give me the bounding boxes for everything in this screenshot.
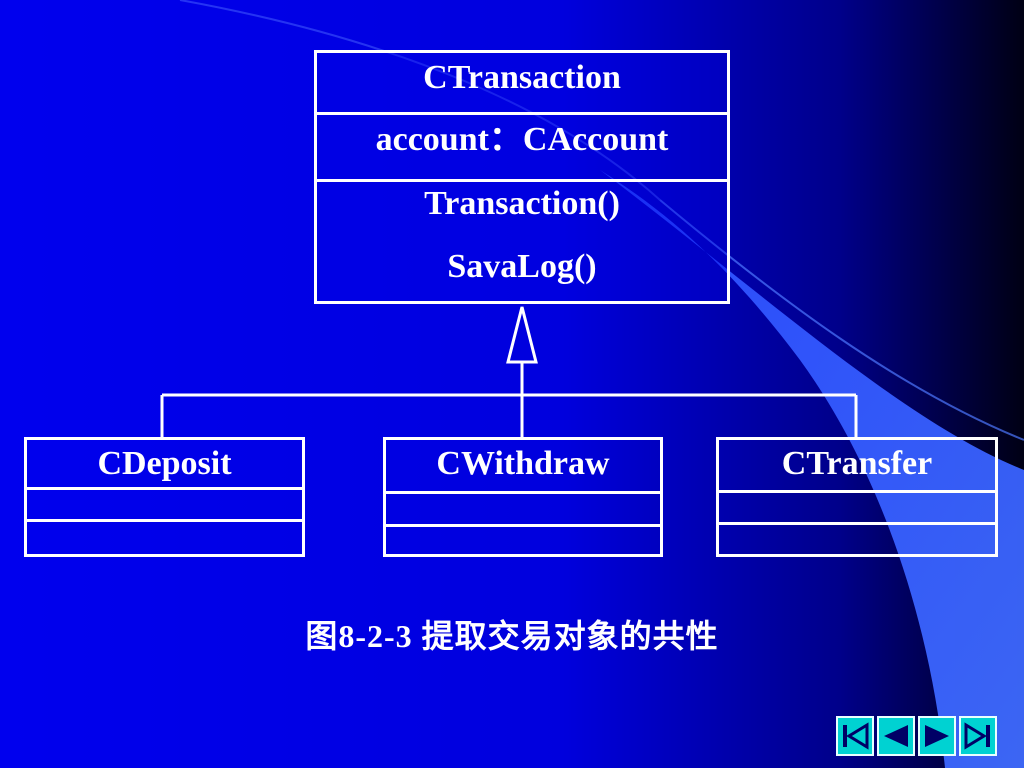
parent-class-method: Transaction() bbox=[424, 185, 620, 222]
child-class-divider bbox=[24, 487, 305, 490]
child-class-name: CWithdraw bbox=[436, 445, 610, 482]
child-class-divider bbox=[24, 519, 305, 522]
child-class-box-cwithdraw bbox=[383, 437, 663, 557]
parent-class-attribute: account：CAccount bbox=[375, 121, 669, 158]
next-slide-icon bbox=[925, 725, 949, 747]
parent-class-box bbox=[314, 50, 730, 304]
child-class-name: CTransfer bbox=[781, 445, 933, 482]
child-class-divider bbox=[383, 524, 663, 527]
child-class-divider bbox=[716, 522, 998, 525]
next-slide-button[interactable] bbox=[918, 716, 956, 756]
inheritance-arrowhead bbox=[506, 306, 538, 364]
child-class-divider bbox=[716, 490, 998, 493]
child-class-name: CDeposit bbox=[97, 445, 232, 482]
previous-slide-icon bbox=[884, 725, 908, 747]
child-class-divider bbox=[383, 491, 663, 494]
child-class-box-cdeposit bbox=[24, 437, 305, 557]
parent-class-method: SavaLog() bbox=[447, 248, 597, 285]
first-slide-icon bbox=[843, 722, 869, 750]
last-slide-icon bbox=[964, 722, 990, 750]
parent-class-name: CTransaction bbox=[423, 59, 621, 96]
figure-caption: 图8-2-3 提取交易对象的共性 bbox=[305, 618, 719, 654]
parent-attribute-divider bbox=[314, 179, 730, 182]
previous-slide-button[interactable] bbox=[877, 716, 915, 756]
decorative-wave bbox=[600, 170, 1024, 768]
first-slide-button[interactable] bbox=[836, 716, 874, 756]
parent-name-divider bbox=[314, 112, 730, 115]
child-class-box-ctransfer bbox=[716, 437, 998, 557]
last-slide-button[interactable] bbox=[959, 716, 997, 756]
